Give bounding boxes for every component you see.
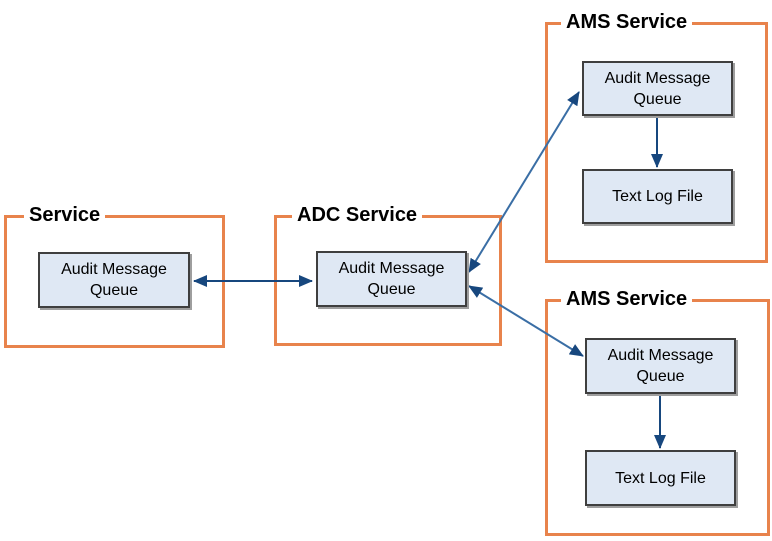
- adc-audit-message-queue-node: Audit Message Queue: [316, 251, 467, 307]
- ams-service-top-container-box: [545, 22, 768, 263]
- ams-top-text-log-file-node: Text Log File: [582, 169, 733, 224]
- ams-top-audit-message-queue-node: Audit Message Queue: [582, 61, 733, 116]
- ams-bottom-audit-message-queue-node: Audit Message Queue: [585, 338, 736, 394]
- adc-service-container-title: ADC Service: [292, 202, 423, 228]
- ams-service-top-container-title: AMS Service: [561, 9, 693, 35]
- ams-service-bottom-container-title: AMS Service: [561, 286, 693, 312]
- ams-bottom-text-log-file-node: Text Log File: [585, 450, 736, 506]
- service-audit-message-queue-node: Audit Message Queue: [38, 252, 190, 308]
- service-container-title: Service: [24, 202, 106, 228]
